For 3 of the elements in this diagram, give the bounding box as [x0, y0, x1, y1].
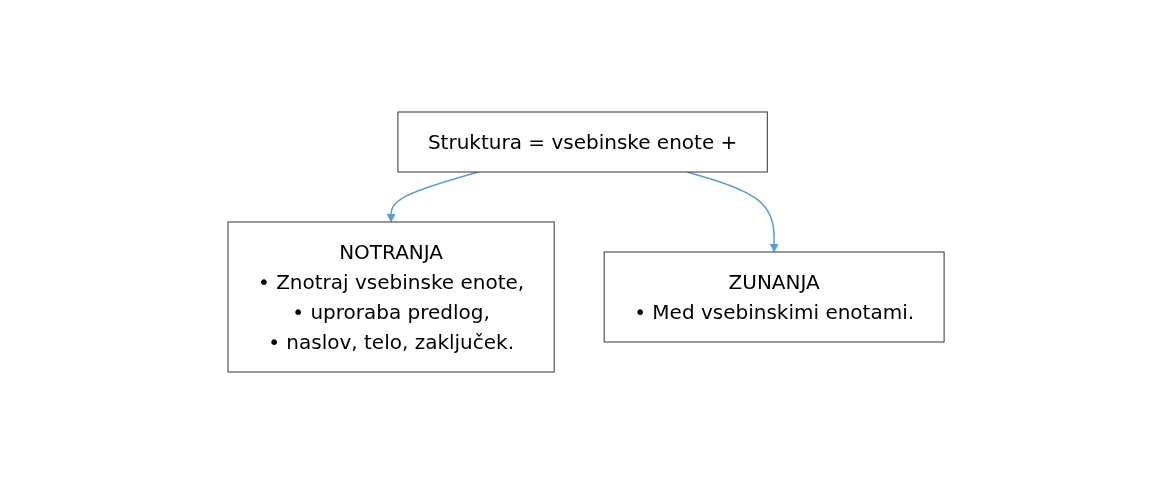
node-box: ZUNANJA • Med vsebinskimi enotami. — [604, 251, 946, 342]
node-box: NOTRANJA • Znotraj vsebinske enote, • uproraba predlog, • naslov, telo, zaključek. — [227, 221, 556, 372]
node-box: Struktura = vsebinske enote + — [397, 111, 769, 172]
